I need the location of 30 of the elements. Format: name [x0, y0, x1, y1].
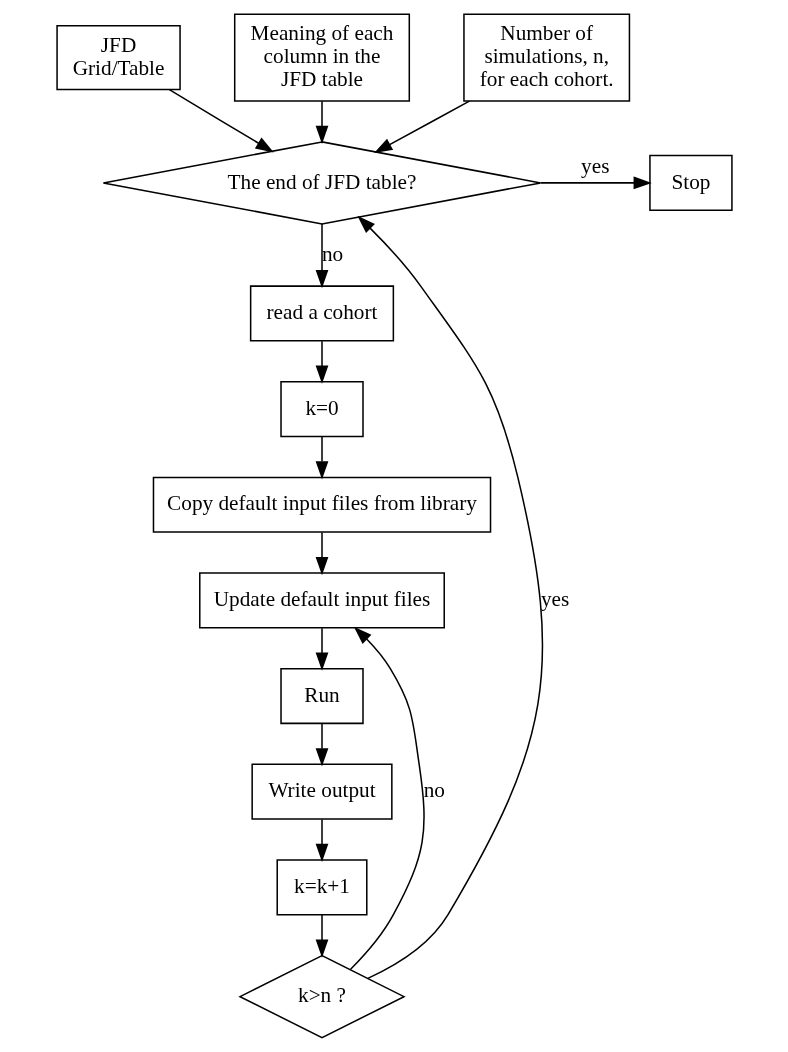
node-box: Write output [250, 763, 393, 820]
node-diamond: The end of JFD table? [102, 141, 541, 225]
node-box: Run [279, 667, 364, 725]
node-box: Stop [648, 154, 733, 211]
arrow [315, 818, 328, 863]
node-box: read a cohort [249, 285, 394, 342]
node-box: Copy default input files from library [152, 476, 491, 533]
edge-label: yes [580, 153, 609, 178]
node-box: Number of simulations, n, for each cohort. [462, 13, 630, 102]
node-box: k=k+1 [275, 859, 368, 916]
arrow [356, 215, 543, 980]
node-box: Meaning of each column in the JFD table [233, 13, 410, 102]
arrow [315, 531, 328, 576]
arrow [315, 223, 328, 289]
arrow [315, 100, 328, 144]
arrow [539, 176, 652, 190]
arrow [315, 340, 328, 384]
arrow [315, 436, 328, 480]
node-diamond: k>n ? [237, 954, 406, 1039]
edge-label: yes [540, 587, 569, 612]
arrow [373, 100, 470, 154]
edge-label: no [423, 778, 445, 803]
node-box: Update default input files [198, 572, 445, 629]
node-box: JFD Grid/Table [55, 24, 181, 91]
arrow [315, 914, 328, 958]
node-box: k=0 [279, 381, 364, 438]
arrow [349, 626, 425, 970]
arrow [168, 88, 274, 153]
arrow [315, 627, 328, 671]
arrow [315, 723, 328, 767]
